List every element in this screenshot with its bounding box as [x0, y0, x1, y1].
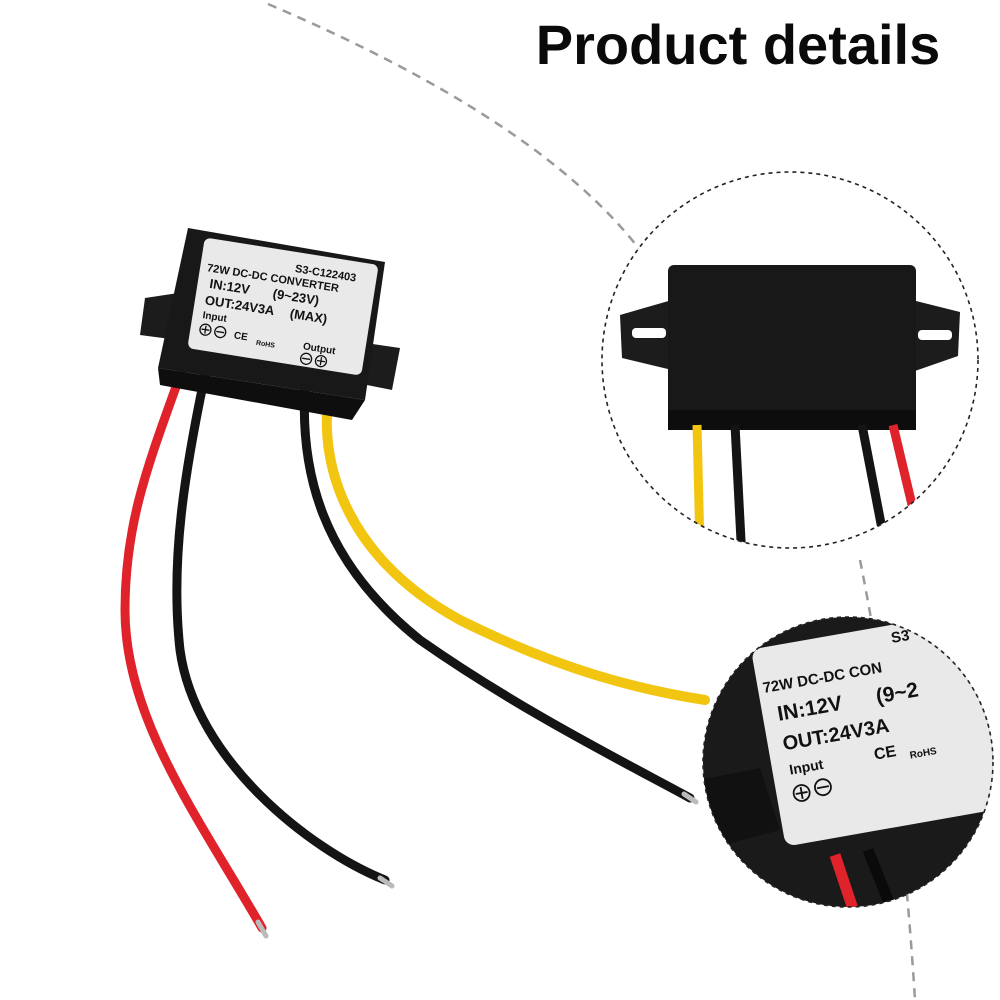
plus-icon — [199, 323, 212, 336]
wire-black-output — [299, 380, 695, 803]
ce-mark: CE — [233, 330, 249, 343]
rohs-mark: RoHS — [255, 340, 275, 350]
minus-icon — [214, 325, 227, 339]
wire-red — [829, 853, 866, 907]
label-input-spec: IN:12V — [209, 276, 252, 297]
minus-icon — [299, 352, 313, 365]
zoom-circle-bottom-view — [601, 171, 979, 549]
label-output-text: Output — [302, 341, 337, 357]
plus-icon — [314, 355, 328, 368]
zoom-label-model: S3 — [890, 627, 911, 647]
converter-main: S3-C122403 72W DC-DC CONVERTER IN:12V (9… — [120, 228, 710, 939]
converter-label: S3-C122403 72W DC-DC CONVERTER IN:12V (9… — [188, 238, 378, 375]
page-title: Product details — [536, 13, 941, 76]
zoom-circle-label-view: S3 72W DC-DC CON IN:12V (9~2 OUT:24V3A I… — [702, 616, 994, 908]
label-input-range: (9~23V) — [272, 286, 320, 308]
wire-black — [862, 847, 906, 907]
minus-icon — [814, 778, 832, 797]
wire-black — [730, 424, 747, 548]
wire-red — [120, 365, 267, 933]
label-input-text: Input — [202, 310, 229, 325]
wire-tip — [681, 791, 699, 805]
wire-bundle — [120, 365, 710, 939]
wire-black-input — [172, 370, 390, 885]
label-output-note: (MAX) — [289, 306, 328, 327]
wire-tip — [255, 919, 269, 939]
wire-tip — [377, 875, 395, 889]
plus-icon — [792, 784, 811, 802]
zoom-rohs-mark: RoHS — [909, 746, 938, 762]
wire-yellow — [321, 395, 710, 705]
wire-yellow — [692, 424, 705, 548]
zoom-label-input-text: Input — [788, 756, 825, 778]
zoom-ce-mark: CE — [873, 743, 898, 764]
